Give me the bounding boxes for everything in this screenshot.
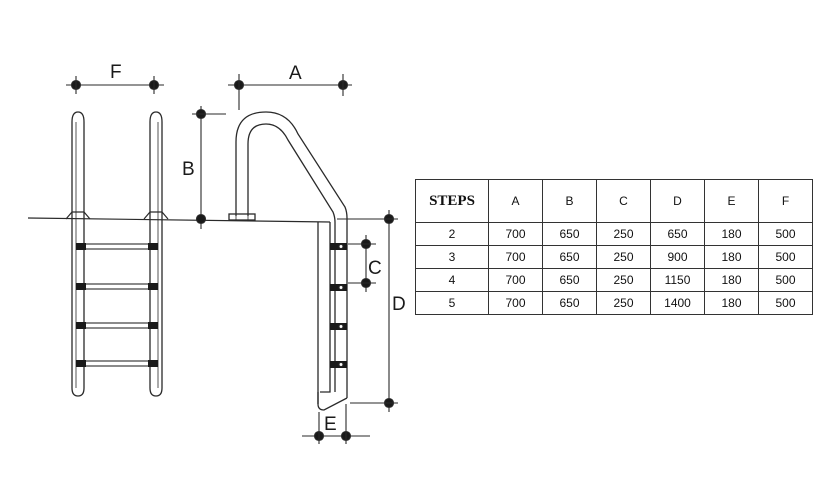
dimension-label-b: B bbox=[182, 159, 195, 180]
cell-c: 250 bbox=[596, 222, 651, 246]
header-steps: STEPS bbox=[415, 179, 489, 223]
cell-d: 900 bbox=[650, 245, 705, 269]
header-b: B bbox=[542, 179, 597, 223]
side-handrail-inner bbox=[247, 123, 336, 392]
water-line bbox=[27, 217, 331, 223]
header-a: A bbox=[488, 179, 543, 223]
front-step bbox=[76, 283, 158, 290]
cell-b: 650 bbox=[542, 245, 597, 269]
cell-e: 180 bbox=[704, 245, 759, 269]
cell-f: 500 bbox=[758, 222, 813, 246]
side-step bbox=[330, 243, 347, 250]
cell-a: 700 bbox=[488, 222, 543, 246]
table-row: 3 700 650 250 900 180 500 bbox=[415, 245, 813, 269]
header-d: D bbox=[650, 179, 705, 223]
front-right-rail bbox=[149, 111, 163, 397]
cell-a: 700 bbox=[488, 268, 543, 292]
table-header-row: STEPS A B C D E F bbox=[415, 179, 813, 223]
cell-steps: 5 bbox=[415, 291, 489, 315]
cell-f: 500 bbox=[758, 268, 813, 292]
dimension-f bbox=[66, 76, 164, 94]
dimension-c bbox=[348, 235, 376, 292]
header-e: E bbox=[704, 179, 759, 223]
front-step bbox=[76, 360, 158, 367]
dimension-d bbox=[337, 210, 398, 412]
cell-b: 650 bbox=[542, 222, 597, 246]
table-row: 2 700 650 250 650 180 500 bbox=[415, 222, 813, 246]
cell-c: 250 bbox=[596, 291, 651, 315]
front-step bbox=[76, 322, 158, 329]
dimension-label-a: A bbox=[289, 63, 302, 84]
cell-e: 180 bbox=[704, 268, 759, 292]
dimensions-table: STEPS A B C D E F 2 700 650 250 650 180 … bbox=[415, 179, 813, 315]
cell-d: 1150 bbox=[650, 268, 705, 292]
front-view-ladder bbox=[71, 111, 163, 397]
side-steps bbox=[330, 243, 347, 368]
cell-b: 650 bbox=[542, 268, 597, 292]
front-left-rail bbox=[71, 111, 85, 397]
cell-steps: 2 bbox=[415, 222, 489, 246]
dimension-b bbox=[192, 106, 226, 229]
dimension-label-e: E bbox=[324, 414, 337, 435]
cell-c: 250 bbox=[596, 245, 651, 269]
cell-d: 650 bbox=[650, 222, 705, 246]
header-f: F bbox=[758, 179, 813, 223]
cell-f: 500 bbox=[758, 291, 813, 315]
cell-steps: 3 bbox=[415, 245, 489, 269]
front-step bbox=[76, 243, 158, 250]
header-c: C bbox=[596, 179, 651, 223]
cell-c: 250 bbox=[596, 268, 651, 292]
front-flanges bbox=[65, 211, 169, 220]
cell-d: 1400 bbox=[650, 291, 705, 315]
cell-a: 700 bbox=[488, 291, 543, 315]
cell-e: 180 bbox=[704, 291, 759, 315]
side-foot bbox=[317, 392, 348, 411]
side-step bbox=[330, 323, 347, 330]
cell-b: 650 bbox=[542, 291, 597, 315]
dimension-label-d: D bbox=[392, 294, 406, 315]
cell-steps: 4 bbox=[415, 268, 489, 292]
side-view-ladder bbox=[228, 111, 348, 411]
side-step bbox=[330, 361, 347, 368]
side-flange bbox=[228, 213, 256, 221]
dimension-label-c: C bbox=[368, 258, 382, 279]
cell-f: 500 bbox=[758, 245, 813, 269]
table-row: 5 700 650 250 1400 180 500 bbox=[415, 291, 813, 315]
dimension-label-f: F bbox=[110, 62, 122, 83]
dimension-a bbox=[228, 74, 352, 110]
front-steps bbox=[76, 243, 158, 367]
cell-a: 700 bbox=[488, 245, 543, 269]
side-step bbox=[330, 284, 347, 291]
side-handrail-outer bbox=[235, 111, 348, 398]
table-row: 4 700 650 250 1150 180 500 bbox=[415, 268, 813, 292]
cell-e: 180 bbox=[704, 222, 759, 246]
dimension-e bbox=[302, 404, 370, 444]
